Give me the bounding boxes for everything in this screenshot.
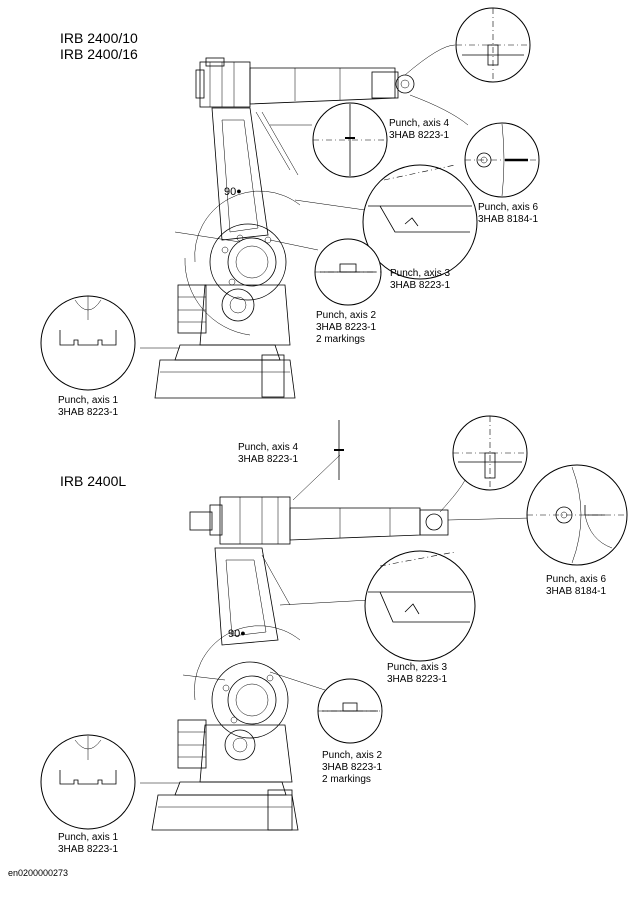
detail-bottom-axis4 — [334, 420, 344, 480]
detail-top-axis2 — [314, 238, 382, 306]
detail-top-axis4 — [312, 102, 388, 178]
label-title: Punch, axis 3 — [390, 268, 451, 279]
label-top-axis1: Punch, axis 1 3HAB 8223-1 — [58, 395, 118, 419]
angle-label-top: 90● — [224, 186, 242, 198]
detail-top-axis6 — [464, 122, 540, 198]
label-bottom-axis6: Punch, axis 6 3HAB 8184-1 — [546, 574, 606, 598]
robot-bottom — [140, 496, 449, 831]
angle-label-bottom: 90● — [228, 628, 246, 640]
label-part: 3HAB 8223-1 — [390, 280, 451, 291]
label-note: 2 markings — [316, 334, 365, 345]
label-part: 3HAB 8223-1 — [322, 762, 383, 773]
label-part: 3HAB 8223-1 — [316, 322, 377, 333]
detail-top-axis3 — [362, 164, 478, 280]
detail-bottom-axis3 — [364, 550, 476, 662]
robot-top — [140, 57, 415, 399]
detail-bottom-axis6 — [526, 464, 628, 566]
label-bottom-axis3: Punch, axis 3 3HAB 8223-1 — [387, 662, 447, 686]
label-title: Punch, axis 4 — [238, 442, 299, 453]
label-note: 2 markings — [322, 774, 371, 785]
label-title: Punch, axis 1 — [58, 395, 119, 406]
label-title: Punch, axis 1 — [58, 832, 119, 843]
label-title: Punch, axis 2 — [316, 310, 377, 321]
label-bottom-axis4: Punch, axis 4 3HAB 8223-1 — [238, 442, 298, 466]
label-part: 3HAB 8223-1 — [389, 130, 450, 141]
label-part: 3HAB 8184-1 — [478, 214, 539, 225]
label-part: 3HAB 8223-1 — [238, 454, 299, 465]
label-top-axis2: Punch, axis 2 3HAB 8223-1 2 markings — [316, 310, 376, 346]
detail-bottom-axis1 — [40, 734, 136, 830]
label-part: 3HAB 8223-1 — [58, 407, 119, 418]
label-title: Punch, axis 2 — [322, 750, 383, 761]
label-top-axis3: Punch, axis 3 3HAB 8223-1 — [390, 268, 450, 292]
detail-top-axis6-upper — [455, 7, 531, 83]
label-bottom-axis1: Punch, axis 1 3HAB 8223-1 — [58, 832, 118, 856]
model-title-top-1: IRB 2400/10 — [60, 30, 138, 46]
label-top-axis6: Punch, axis 6 3HAB 8184-1 — [478, 202, 538, 226]
label-top-axis4: Punch, axis 4 3HAB 8223-1 — [389, 118, 449, 142]
label-title: Punch, axis 6 — [546, 574, 607, 585]
figure-id: en0200000273 — [8, 868, 69, 878]
label-title: Punch, axis 6 — [478, 202, 539, 213]
label-bottom-axis2: Punch, axis 2 3HAB 8223-1 2 markings — [322, 750, 382, 786]
label-title: Punch, axis 3 — [387, 662, 448, 673]
label-part: 3HAB 8223-1 — [387, 674, 448, 685]
label-part: 3HAB 8184-1 — [546, 586, 607, 597]
detail-top-axis1 — [40, 295, 136, 391]
detail-bottom-axis6-upper — [452, 415, 528, 491]
label-title: Punch, axis 4 — [389, 118, 450, 129]
model-title-top-2: IRB 2400/16 — [60, 46, 138, 62]
model-title-bottom: IRB 2400L — [60, 473, 127, 489]
detail-bottom-axis2 — [317, 678, 383, 744]
label-part: 3HAB 8223-1 — [58, 844, 119, 855]
